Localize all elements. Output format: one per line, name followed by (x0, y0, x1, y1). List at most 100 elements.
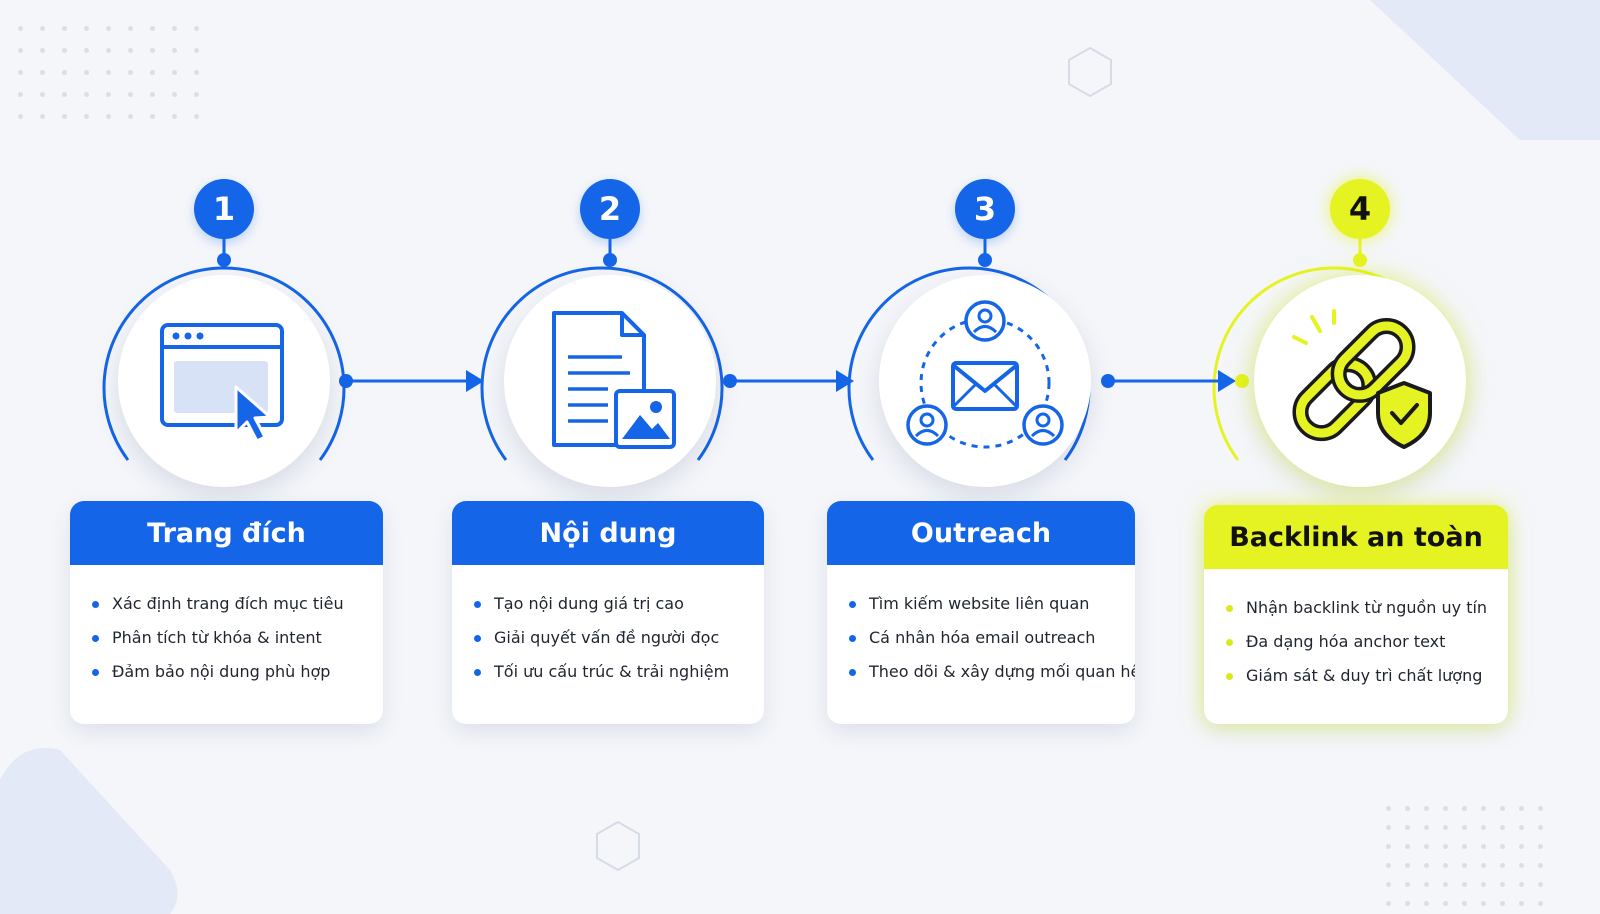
step-1-card: Trang đích Xác định trang đích mục tiêu … (70, 501, 383, 724)
decor-dot (1538, 825, 1543, 830)
step-4-number: 4 (1348, 190, 1372, 228)
decor-dot (128, 114, 133, 119)
list-item: Đa dạng hóa anchor text (1226, 625, 1508, 659)
decor-dot (1443, 825, 1448, 830)
decor-dot (1500, 806, 1505, 811)
decor-dot (1424, 806, 1429, 811)
step-2-arc (480, 266, 724, 461)
decor-dot (1462, 901, 1467, 906)
decor-dot (84, 114, 89, 119)
step-3-bullets: Tìm kiếm website liên quan Cá nhân hóa e… (827, 565, 1135, 689)
decor-dot (40, 92, 45, 97)
list-item: Xác định trang đích mục tiêu (92, 587, 383, 621)
decor-dot (62, 48, 67, 53)
decor-dot (1386, 806, 1391, 811)
document-image-icon (552, 311, 676, 449)
decor-dot (1538, 882, 1543, 887)
step-3-badge: 3 (955, 179, 1015, 239)
decor-dot (1386, 901, 1391, 906)
decor-hexagon-top (1068, 46, 1112, 98)
decor-dot (1405, 901, 1410, 906)
decor-dot (1424, 863, 1429, 868)
decor-dot (1500, 844, 1505, 849)
decor-dot (1405, 806, 1410, 811)
decor-dot (1538, 844, 1543, 849)
decor-dot (128, 70, 133, 75)
decor-dot (1538, 806, 1543, 811)
network-mail-icon (906, 300, 1064, 449)
decor-hexagon-bottom (596, 820, 640, 872)
step-1-badge: 1 (194, 179, 254, 239)
decor-dot (194, 48, 199, 53)
decor-dot (1386, 863, 1391, 868)
decor-dot (1481, 825, 1486, 830)
decor-dot (150, 114, 155, 119)
step-4-badge: 4 (1330, 179, 1390, 239)
decor-dot (1405, 882, 1410, 887)
decor-dot (18, 48, 23, 53)
decor-dot (1500, 882, 1505, 887)
decor-dot (18, 114, 23, 119)
decor-dot (1424, 901, 1429, 906)
step-2-number: 2 (598, 190, 622, 228)
step-3-number: 3 (973, 190, 997, 228)
decor-dot (1386, 825, 1391, 830)
decor-dot (1519, 844, 1524, 849)
step-4-circle (1254, 275, 1466, 487)
arrow-3-4 (1101, 370, 1249, 392)
decor-dot (1443, 882, 1448, 887)
decor-corner-top-right (1370, 0, 1600, 140)
list-item: Giám sát & duy trì chất lượng (1226, 659, 1508, 693)
decor-dot (1462, 844, 1467, 849)
decor-dot (106, 70, 111, 75)
decor-dot (18, 92, 23, 97)
decor-dot (62, 26, 67, 31)
decor-dot (1405, 844, 1410, 849)
decor-dot (1462, 882, 1467, 887)
decor-dot (84, 48, 89, 53)
step-3-circle (879, 275, 1091, 487)
decor-dot (1500, 825, 1505, 830)
list-item: Theo dõi & xây dựng mối quan hệ (849, 655, 1135, 689)
list-item: Cá nhân hóa email outreach (849, 621, 1135, 655)
decor-dot (106, 48, 111, 53)
decor-dot (1443, 901, 1448, 906)
list-item: Phân tích từ khóa & intent (92, 621, 383, 655)
decor-dot (1424, 844, 1429, 849)
decor-dot (150, 48, 155, 53)
decor-dot (1462, 825, 1467, 830)
decor-dot (150, 70, 155, 75)
decor-dot (62, 70, 67, 75)
step-4-bullets: Nhận backlink từ nguồn uy tín Đa dạng hó… (1204, 569, 1508, 693)
decor-dot (1519, 806, 1524, 811)
decor-dot (194, 114, 199, 119)
step-4-card: Backlink an toàn Nhận backlink từ nguồn … (1204, 505, 1508, 724)
step-2-badge: 2 (580, 179, 640, 239)
decor-dot (84, 92, 89, 97)
decor-dot (1443, 806, 1448, 811)
decor-dot (150, 92, 155, 97)
list-item: Đảm bảo nội dung phù hợp (92, 655, 383, 689)
decor-dot (128, 48, 133, 53)
decor-dot (1405, 825, 1410, 830)
decor-dot (172, 114, 177, 119)
decor-dot (1405, 863, 1410, 868)
browser-cursor-icon (160, 323, 284, 443)
decor-dot (18, 70, 23, 75)
step-1-number: 1 (212, 190, 236, 228)
step-1-title: Trang đích (70, 501, 383, 565)
decor-dot (40, 48, 45, 53)
decor-dot (1481, 882, 1486, 887)
decor-dot (1519, 863, 1524, 868)
decor-dot (194, 92, 199, 97)
decor-dot (1443, 863, 1448, 868)
step-2-bullets: Tạo nội dung giá trị cao Giải quyết vấn … (452, 565, 764, 689)
step-2-title: Nội dung (452, 501, 764, 565)
decor-dot (150, 26, 155, 31)
step-4-title: Backlink an toàn (1204, 505, 1508, 569)
step-1-bullets: Xác định trang đích mục tiêu Phân tích t… (70, 565, 383, 689)
step-2-circle (504, 275, 716, 487)
decor-dot (40, 114, 45, 119)
decor-dot (18, 26, 23, 31)
